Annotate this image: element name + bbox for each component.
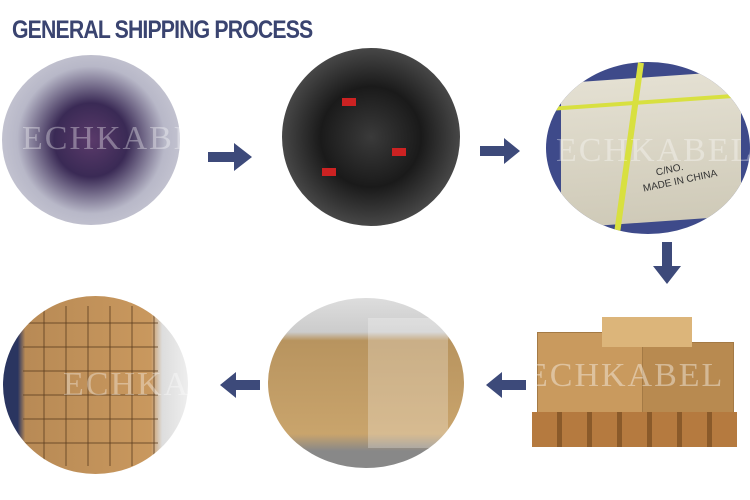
step-6-loaded-container-photo: ECHKABEL <box>3 296 188 474</box>
arrow-left-icon <box>486 372 526 398</box>
step-4-cartons-on-pallet-image: ECHKABEL <box>527 312 744 462</box>
arrow-down-icon <box>653 242 681 284</box>
arrow-left-icon <box>220 372 260 398</box>
watermark: ECHKABEL <box>527 357 725 394</box>
arrow-right-icon <box>208 143 252 171</box>
step-3-strapped-carton-photo: C/NO.MADE IN CHINA ECHKABEL <box>546 62 750 234</box>
watermark: ECHKABEL <box>22 120 180 157</box>
step-5-wrapped-pallets-photo <box>268 298 464 468</box>
step-2-bagged-cables-photo <box>282 48 460 226</box>
watermark: ECHKABEL <box>556 132 750 169</box>
page-title: GENERAL SHIPPING PROCESS <box>12 16 313 44</box>
arrow-right-icon <box>480 138 520 164</box>
step-1-packaged-cable-photo: ECHKABEL <box>2 55 180 225</box>
watermark: ECHKABEL <box>63 366 188 403</box>
